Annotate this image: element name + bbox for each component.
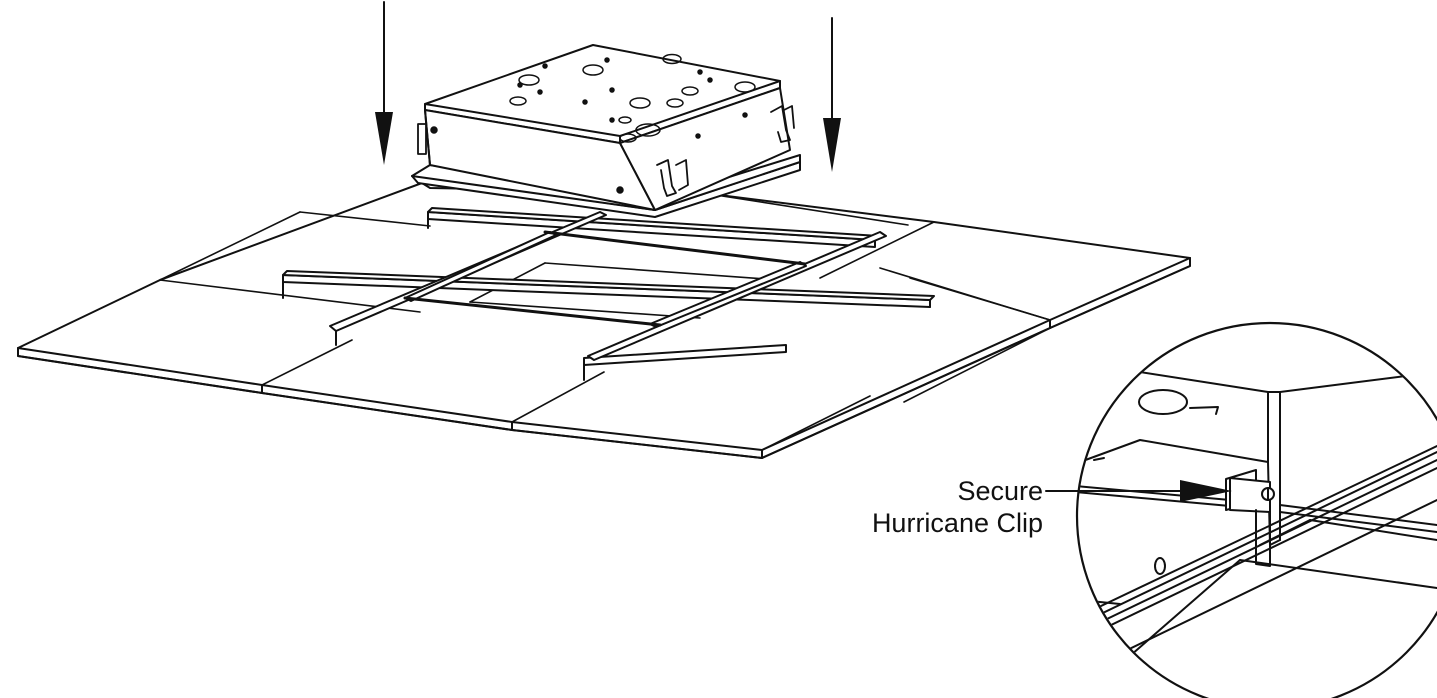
- detail-view: [1075, 321, 1437, 698]
- callout-label-secure: Secure: [957, 476, 1043, 506]
- housing-clips: [417, 105, 795, 197]
- callout-arrow-icon: [1180, 480, 1232, 502]
- callout-leader: [1045, 480, 1232, 502]
- knockouts: [430, 53, 756, 194]
- install-arrows: [375, 1, 841, 172]
- ceiling-front-edge: [17, 347, 263, 394]
- fixture-housing: [411, 44, 801, 218]
- ceiling-right-edge: [761, 319, 1051, 459]
- tile-seams: [159, 192, 1051, 451]
- down-arrow-icon: [375, 1, 393, 165]
- ceiling-right-edge-2: [1049, 257, 1191, 329]
- callout-label-hurricane-clip: Hurricane Clip: [871, 508, 1043, 538]
- rail-bottom: [583, 344, 787, 366]
- ceiling-front-edge-2: [261, 384, 513, 431]
- t-bar-rails: [282, 207, 935, 381]
- ceiling-front-edge-3: [511, 421, 763, 459]
- rail-lower: [282, 274, 931, 308]
- ceiling-grid: [17, 182, 1191, 459]
- down-arrow-icon: [823, 17, 841, 172]
- hurricane-clip: [1225, 469, 1275, 567]
